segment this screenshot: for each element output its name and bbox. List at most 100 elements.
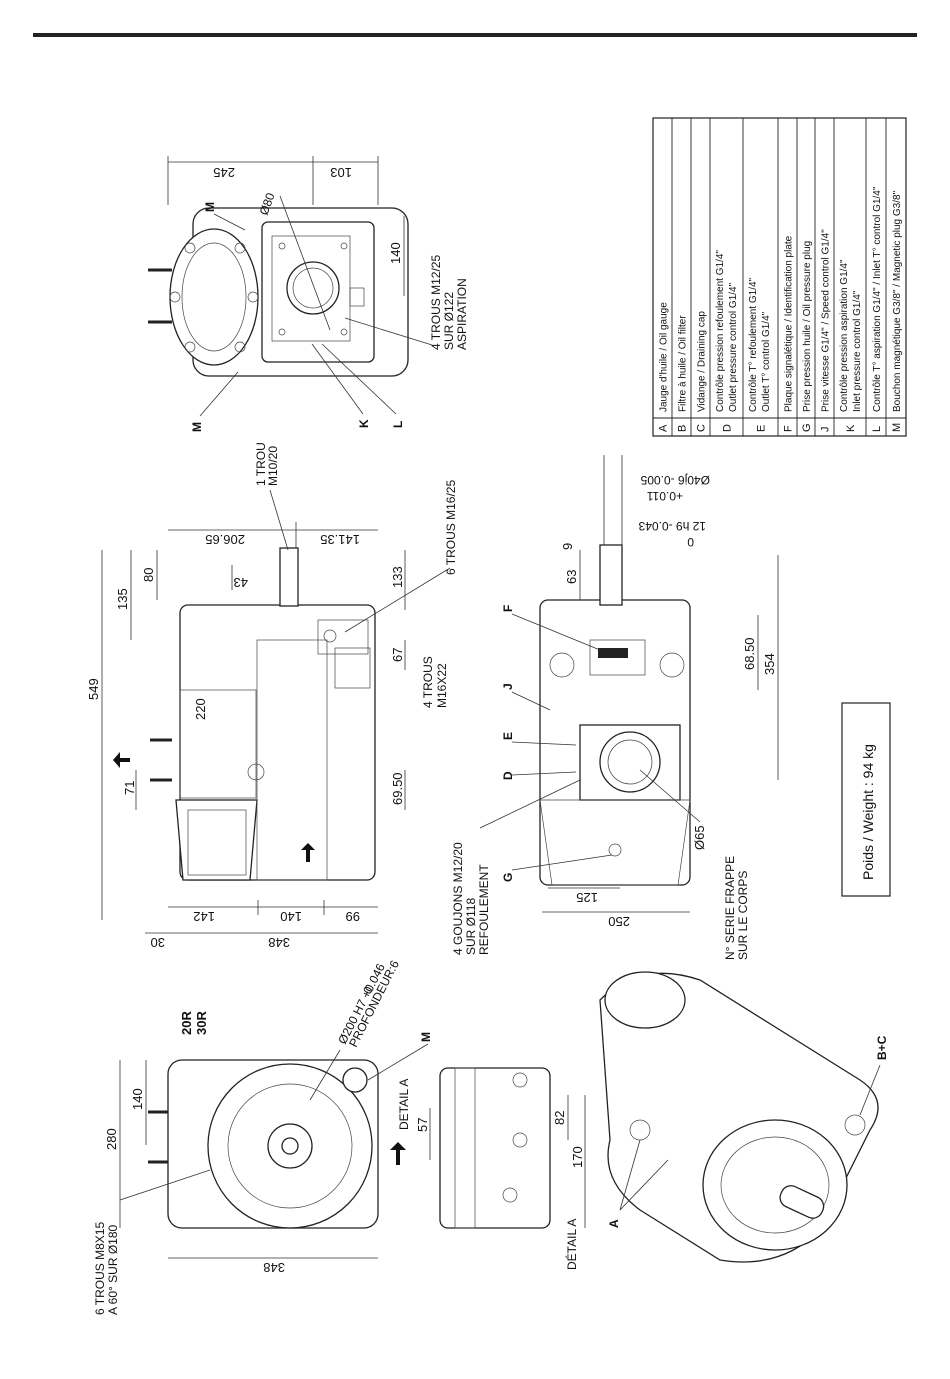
dim-phi65: Ø65: [692, 825, 707, 850]
end-view: Ø40j6 -0.005 +0.011 12 h9 -0.043 0 63 9 …: [451, 455, 779, 960]
note-goujons-1: 4 GOUJONS M12/20: [451, 842, 465, 955]
legend-key-k: K: [845, 424, 857, 432]
legend-text-a: Jauge d'huile / Oil gauge: [659, 302, 670, 412]
legend-text-b: Filtre à huile / Oil filter: [678, 315, 689, 412]
dim-133: 133: [390, 566, 405, 588]
front-view: 280 140 348 20R 30R Ø200 H7 +0.046 0 PRO…: [93, 958, 433, 1315]
weight-box: Poids / Weight : 94 kg: [841, 702, 891, 897]
label-f: F: [501, 605, 515, 612]
note-6-trous: 6 TROUS M16/25: [444, 480, 458, 575]
tol-phi40-2: +0.011: [647, 489, 683, 503]
label-m-front: M: [419, 1032, 433, 1042]
label-e: E: [501, 732, 515, 740]
note-1-trou-2: M10/20: [266, 446, 280, 486]
note-serie-1: N° SERIE FRAPPE: [723, 856, 737, 960]
label-m-bottom: M: [190, 422, 204, 432]
legend-text-c: Vidange / Draining cap: [697, 311, 708, 412]
dim-140b: 140: [280, 909, 302, 924]
legend-text-l: Contrôle T° aspiration G1/4" / Inlet T° …: [872, 186, 883, 412]
tol-phi40-1: Ø40j6 -0.005: [640, 473, 710, 487]
dim-99: 99: [346, 909, 360, 924]
dim-43: 43: [234, 575, 248, 590]
legend-text-e: Contrôle T° refoulement G1/4": [748, 277, 759, 412]
legend-text-f: Plaque signalétique / Identification pla…: [784, 235, 795, 412]
dim-140: 140: [388, 242, 403, 264]
legend-text-e-2: Outlet T° control G1/4": [761, 311, 772, 412]
dim-348b: 348: [263, 1260, 285, 1275]
dim-68-50: 68.50: [742, 637, 757, 670]
note-6-trous-m8-1: 6 TROUS M8X15: [93, 1222, 107, 1315]
dim-220: 220: [193, 698, 208, 720]
dim-67: 67: [390, 648, 405, 662]
note-30r: 30R: [194, 1011, 209, 1035]
top-view: 245 103 140 Ø80 4 TROUS M12/25 SUR Ø122 …: [148, 156, 469, 432]
dim-354: 354: [762, 653, 777, 675]
dim-82: 82: [552, 1111, 567, 1125]
dim-80: 80: [141, 568, 156, 582]
detail-a-view: 57 82 170 DÉTAIL A: [415, 1067, 586, 1270]
legend-key-l: L: [871, 426, 883, 432]
note-6-trous-m8-2: A 60° SUR Ø180: [106, 1224, 120, 1315]
note-aspiration-3: ASPIRATION: [455, 278, 469, 350]
label-j: J: [501, 683, 515, 690]
dim-71: 71: [122, 781, 137, 795]
note-aspiration-2: SUR Ø122: [442, 292, 456, 350]
legend-text-j: Prise vitesse G1/4" / Speed control G1/4…: [821, 229, 832, 412]
note-1-trou-1: 1 TROU: [254, 442, 268, 486]
dim-9: 9: [560, 543, 575, 550]
dim-348: 348: [268, 935, 290, 950]
tol-12h9-2: 0: [687, 535, 694, 549]
header-rule: [33, 33, 917, 37]
label-b-c: B+C: [875, 1035, 889, 1060]
dim-57: 57: [415, 1118, 430, 1132]
legend-key-c: C: [696, 424, 708, 432]
note-serie-2: SUR LE CORPS: [736, 871, 750, 960]
note-20r: 20R: [179, 1011, 194, 1035]
label-l: L: [391, 421, 405, 428]
legend-key-b: B: [677, 425, 689, 432]
label-m-top: M: [203, 202, 217, 212]
legend-key-a: A: [658, 424, 670, 432]
note-4-trous-1: 4 TROUS: [421, 656, 435, 708]
dim-170: 170: [570, 1146, 585, 1168]
dim-63: 63: [564, 570, 579, 584]
side-view: 549 135 80 43 220 71 206.65 141.35 133 6…: [86, 442, 458, 950]
legend-key-f: F: [783, 425, 795, 432]
legend-text-m: Bouchon magnétique G3/8" / Magnetic plug…: [892, 190, 903, 412]
iso-view: B+C A: [599, 971, 889, 1263]
legend-text-k: Contrôle pression aspiration G1/4": [839, 259, 850, 412]
note-goujons-2: SUR Ø118: [464, 898, 478, 955]
detail-a-title: DÉTAIL A: [564, 1219, 579, 1270]
legend-text-d: Contrôle pression refoulement G1/4": [715, 250, 726, 412]
dim-125: 125: [576, 890, 598, 905]
legend-text-d-2: Outlet pressure control G1/4": [728, 282, 739, 412]
note-aspiration-1: 4 TROUS M12/25: [429, 255, 443, 350]
dim-549: 549: [86, 678, 101, 700]
dim-142: 142: [193, 909, 215, 924]
label-d: D: [501, 771, 515, 780]
dim-280: 280: [104, 1128, 119, 1150]
legend-key-j: J: [820, 427, 832, 433]
legend-text-k-2: Inlet pressure control G1/4": [852, 290, 863, 412]
dim-250: 250: [608, 914, 630, 929]
dim-206-65: 206.65: [205, 532, 245, 547]
label-a: A: [607, 1219, 621, 1228]
note-goujons-3: REFOULEMENT: [477, 864, 491, 955]
dim-69-50: 69.50: [390, 772, 405, 805]
note-4-trous-2: M16X22: [435, 663, 449, 708]
label-k: K: [357, 419, 371, 428]
dim-141-35: 141.35: [320, 532, 360, 547]
dim-135: 135: [115, 588, 130, 610]
dim-103: 103: [330, 165, 352, 180]
dim-245: 245: [213, 165, 235, 180]
tol-12h9-1: 12 h9 -0.043: [638, 519, 706, 533]
legend-key-e: E: [756, 425, 768, 432]
legend-text-g: Prise pression huile / Oil pressure plug: [802, 241, 813, 412]
legend-key-g: G: [801, 423, 813, 432]
label-detail-a: DETAIL A: [397, 1079, 411, 1130]
legend-key-m: M: [891, 423, 903, 432]
dim-140c: 140: [130, 1088, 145, 1110]
label-g: G: [501, 873, 515, 882]
